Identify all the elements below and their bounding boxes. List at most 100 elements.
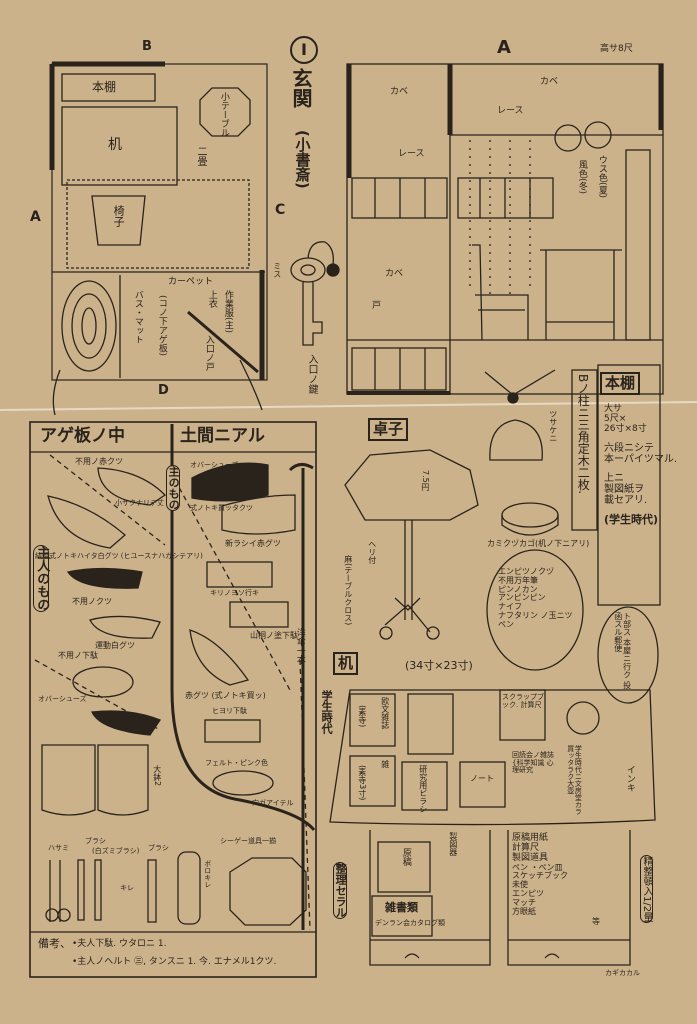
shoe-item: ブラシ xyxy=(148,844,169,852)
left-drawer-item: 製図器 xyxy=(448,832,458,856)
table-drawing xyxy=(344,449,479,640)
shoe-item: 赤グツ (式ノトキ買ッ) xyxy=(185,691,266,700)
elevation-wall-2: カベ xyxy=(540,77,559,87)
elevation-wall-3: カベ xyxy=(385,269,404,279)
shoe-item: オバーシューズ xyxy=(38,695,87,703)
pen-item: 不用万年筆 xyxy=(498,575,538,585)
plan-small-table: 小テーブル xyxy=(218,92,229,137)
shoe-item: フェルト・ピンク色 xyxy=(205,759,268,767)
plan-label-b: B xyxy=(142,39,152,54)
plan-two-mats: 二畳 xyxy=(195,146,206,166)
pillar-note: Bノ柱ニ三角定木二枚. xyxy=(576,374,591,495)
note-line: •主人ノヘルト ㊂, タンスニ 1. 今. エナメル1クツ. xyxy=(72,957,277,967)
hat-winter: 風色(冬) xyxy=(576,160,587,195)
desk-title: 机 xyxy=(333,652,359,675)
pen-item: ナイフ xyxy=(498,602,522,612)
shelf-notes: 大サ 5尺× 26寸×8寸 六段ニシテ 本ーパイツマル. 上ニ 製図紙ヲ 載セア… xyxy=(604,404,678,526)
header-on-dirt-floor: 土間ニアル xyxy=(180,426,265,446)
right-drawer-item: エンピツ xyxy=(512,889,544,899)
right-drawer-etc: 等 xyxy=(592,917,600,926)
plan-label-a: A xyxy=(30,209,41,225)
shoe-item: ヒヨリ下駄 xyxy=(212,707,247,715)
shoe-item: シーゲー道具一揃 xyxy=(220,837,276,845)
desk-item: (素寺) xyxy=(357,705,367,728)
floor-plan xyxy=(49,61,268,416)
plan-work-clothes: 作業服(主) xyxy=(222,290,233,334)
plan-bath-mat: バス・マット xyxy=(132,290,143,344)
plan-screen: ミス xyxy=(272,262,282,278)
shoe-item: (白ズミブラシ) xyxy=(92,847,140,855)
desk-item: 欧文雑誌 xyxy=(380,697,390,729)
table-title: 卓子 xyxy=(368,418,409,441)
left-drawer-item: 雑書類 xyxy=(385,901,418,914)
pen-item: アンピンピン xyxy=(498,593,546,603)
pen-item: ナフタリン ノ玉ニツ xyxy=(498,610,573,620)
postal-note: ト部ス 本屋ニ行ク 投函スル郵便 xyxy=(613,612,632,690)
hat-summer: ウス色(夏) xyxy=(596,155,607,199)
right-drawer-item: 方眼紙 xyxy=(512,906,536,916)
right-drawer-item: 未使 xyxy=(512,880,528,890)
title-sub: (小書斎) xyxy=(293,130,312,189)
shoe-item: ブラシ xyxy=(85,837,106,845)
shelf-title: 本棚 xyxy=(600,372,641,395)
elevation-lace-1: レース xyxy=(398,149,425,159)
elevation-label: A xyxy=(497,37,511,58)
kettle-basket-drawing xyxy=(484,364,661,704)
right-drawer-item: 製図道具 xyxy=(512,852,549,863)
key-drawing xyxy=(290,241,340,346)
elevation-drawing xyxy=(346,63,664,395)
right-drawer-item: マッチ xyxy=(512,897,536,907)
basket-label: カミクヅカゴ(机ノ下ニアリ) xyxy=(487,539,590,548)
desk-size: (34寸×23寸) xyxy=(405,659,473,672)
desk-item: 回読会ノ雑誌 {科学知識 心理研究 xyxy=(512,751,554,775)
tidy-label: 整理セラル xyxy=(333,862,348,919)
elevation-height: 高サ8尺 xyxy=(600,44,633,54)
shelf-line: 載セアリ. xyxy=(604,494,648,506)
lock-label: カギカカル xyxy=(605,969,640,977)
right-drawer-item: 原稿用紙 xyxy=(512,833,549,843)
right-drawer-list: 原稿用紙 計算尺 製図道具 ペン ・ペン皿 スケッチブック 未使 エンピツ マッ… xyxy=(512,833,568,916)
desk-era: 学生時代 xyxy=(320,690,334,734)
plan-label-c: C xyxy=(275,202,286,218)
pen-item: ペン xyxy=(498,619,514,629)
note-label: 備考、 xyxy=(38,937,71,950)
shoe-item: 式ノトキ買ッタクツ xyxy=(190,504,253,512)
elevation-wall-1: カベ xyxy=(390,87,409,97)
shoe-item: 結婚式ノトキハイタ白グツ (ヒユースナハガシテアリ) xyxy=(35,552,203,560)
shoe-item: 山桐ノ塗下駄 xyxy=(250,631,298,640)
desk-item: 研究用ビラシ xyxy=(418,765,428,813)
shelf-line: 5尺× xyxy=(604,413,627,424)
desk-item: 雑 xyxy=(380,760,390,768)
table-hem: ヘリ付 xyxy=(367,540,377,564)
shoe-item: 洋傘一本 xyxy=(294,628,305,664)
header-under-floorboard: アゲ板ノ中 xyxy=(40,426,125,446)
desk-drawing xyxy=(329,689,656,966)
shoe-item: ハサミ xyxy=(48,844,69,852)
shelf-line: (学生時代) xyxy=(604,512,659,526)
right-drawer-item: スケッチブック xyxy=(512,871,568,881)
pen-item: エンピツノクヅ xyxy=(498,567,554,576)
desk-item: 学生時代ニ文房堂カラ買ッタラク大壺 xyxy=(566,745,583,815)
shoe-item: ボロキレ xyxy=(203,860,212,888)
plan-label-d: D xyxy=(158,383,169,398)
plan-desk: 机 xyxy=(108,137,122,153)
plan-chair: 椅子 xyxy=(112,205,126,227)
title-main: 玄関 xyxy=(289,68,313,108)
plan-carpet: カーペット xyxy=(168,277,214,287)
table-cloth: 麻(テーブルクロス) xyxy=(343,555,353,626)
shelf-line: 本ーパイツマル. xyxy=(604,453,678,465)
plan-jacket: 上衣 xyxy=(206,290,217,308)
shelf-line: 26寸×8寸 xyxy=(604,423,647,434)
shoe-item: 不用ノ赤クツ xyxy=(75,457,123,466)
desk-item: ノート xyxy=(470,774,494,783)
shoe-item: 穴ガアイテル xyxy=(252,799,294,807)
wife-items-label: 主のもの xyxy=(166,465,181,511)
key-label: 入口ノ鍵 xyxy=(306,354,317,394)
left-drawer-item: デンラン会カタログ類 xyxy=(375,919,445,927)
half-full-label: 精整頓入1/2量 xyxy=(640,855,653,924)
note-line: •夫人下駄. ウタロニ 1. xyxy=(72,939,167,949)
table-size: 7.5円 xyxy=(420,470,430,491)
shoe-item: 小サクナリテ丈 xyxy=(115,499,164,507)
shelf-line: 上ニ xyxy=(604,472,624,484)
